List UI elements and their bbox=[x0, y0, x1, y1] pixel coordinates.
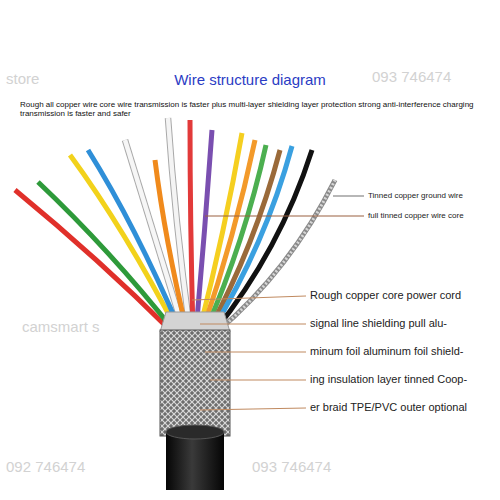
subtitle-note: Rough all copper wire core wire transmis… bbox=[20, 100, 490, 118]
jacket-end bbox=[166, 425, 224, 439]
watermark: 092 746474 bbox=[6, 458, 85, 475]
leader-line bbox=[333, 195, 364, 196]
part-label: Tinned copper ground wire bbox=[368, 191, 463, 200]
aluminum-foil bbox=[160, 312, 230, 332]
leader-line bbox=[205, 351, 306, 352]
part-label: ing insulation layer tinned Coop- bbox=[310, 373, 467, 386]
copper-braid bbox=[160, 330, 230, 436]
outer-jacket bbox=[166, 432, 224, 490]
part-label: full tinned copper wire core bbox=[368, 211, 464, 220]
watermark: camsmart s bbox=[22, 318, 100, 335]
leader-line bbox=[192, 296, 306, 300]
part-label: signal line shielding pull alu- bbox=[310, 317, 447, 330]
part-label: er braid TPE/PVC outer optional bbox=[310, 401, 467, 414]
wire-bundle bbox=[15, 118, 335, 332]
watermark: 093 746474 bbox=[372, 68, 451, 85]
part-label: Rough copper core power cord bbox=[310, 289, 461, 302]
watermark: 093 746474 bbox=[252, 458, 331, 475]
leader-line bbox=[210, 379, 306, 380]
leader-line bbox=[200, 323, 306, 324]
leader-line bbox=[200, 408, 306, 410]
part-label: minum foil aluminum foil shield- bbox=[310, 345, 463, 358]
leader-line bbox=[205, 215, 364, 216]
watermark: store bbox=[6, 70, 39, 87]
